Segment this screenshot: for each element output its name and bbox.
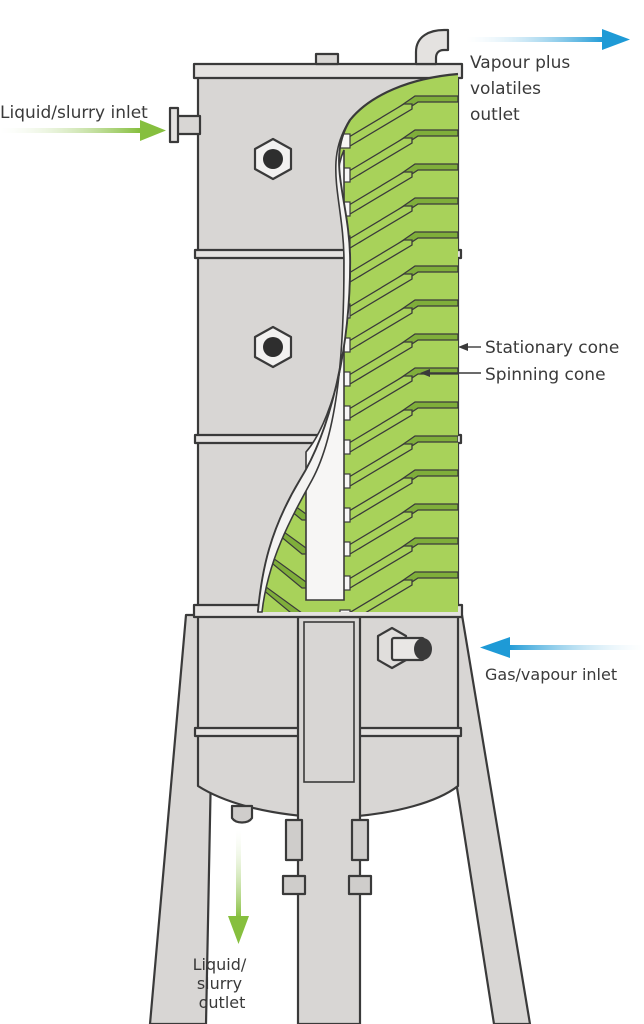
liquid-outlet-line-2: slurry [197,974,242,993]
liquid-outlet-nozzle [230,804,254,824]
liquid-outlet-label: Liquid/ slurry outlet [193,955,252,1012]
column-band-1 [193,248,463,260]
bottom-fitting-1 [284,818,304,862]
column-lid [192,62,464,80]
center-leg-panel [303,621,355,783]
bottom-fitting-2 [350,818,370,862]
gas-inlet-label: Gas/vapour inlet [485,665,617,684]
spinning-cone-label: Spinning cone [485,365,606,385]
vapour-outlet-label: Vapour plus volatiles outlet [470,53,576,125]
vapour-outlet-elbow [414,28,450,66]
bottom-flange-2 [347,874,373,896]
spinning-cone [343,579,413,612]
liquid-inlet-flange [168,106,180,144]
stationary-cone-leader [458,343,481,351]
cutaway-inner-wall [257,119,351,613]
arrow-down-icon [228,830,249,944]
arrow-right-icon [466,29,630,50]
inspection-port-upper [253,137,293,181]
vapour-outlet-line-2: volatiles [470,79,541,99]
liquid-outlet-line-3: outlet [199,993,246,1012]
vapour-outlet-line-1: Vapour plus [470,53,570,73]
shaft-hub [339,609,351,612]
top-nozzle [314,52,340,66]
liquid-inlet-label: Liquid/slurry inlet [0,103,148,123]
center-leg-front [296,615,362,1024]
flow-arrows [0,29,644,944]
arrow-right-icon [0,120,166,141]
spinning-cone-leader [420,369,481,377]
gas-inlet-opening [414,638,432,660]
inspection-port-lower [253,325,293,369]
stationary-cone-label: Stationary cone [485,338,619,358]
bottom-flange-1 [281,874,307,896]
liquid-inlet-pipe [174,114,202,136]
spinning-cone-left [261,582,307,612]
liquid-outlet-line-1: Liquid/ [193,955,247,974]
vapour-outlet-line-3: outlet [470,105,520,125]
arrow-left-icon [480,637,644,658]
